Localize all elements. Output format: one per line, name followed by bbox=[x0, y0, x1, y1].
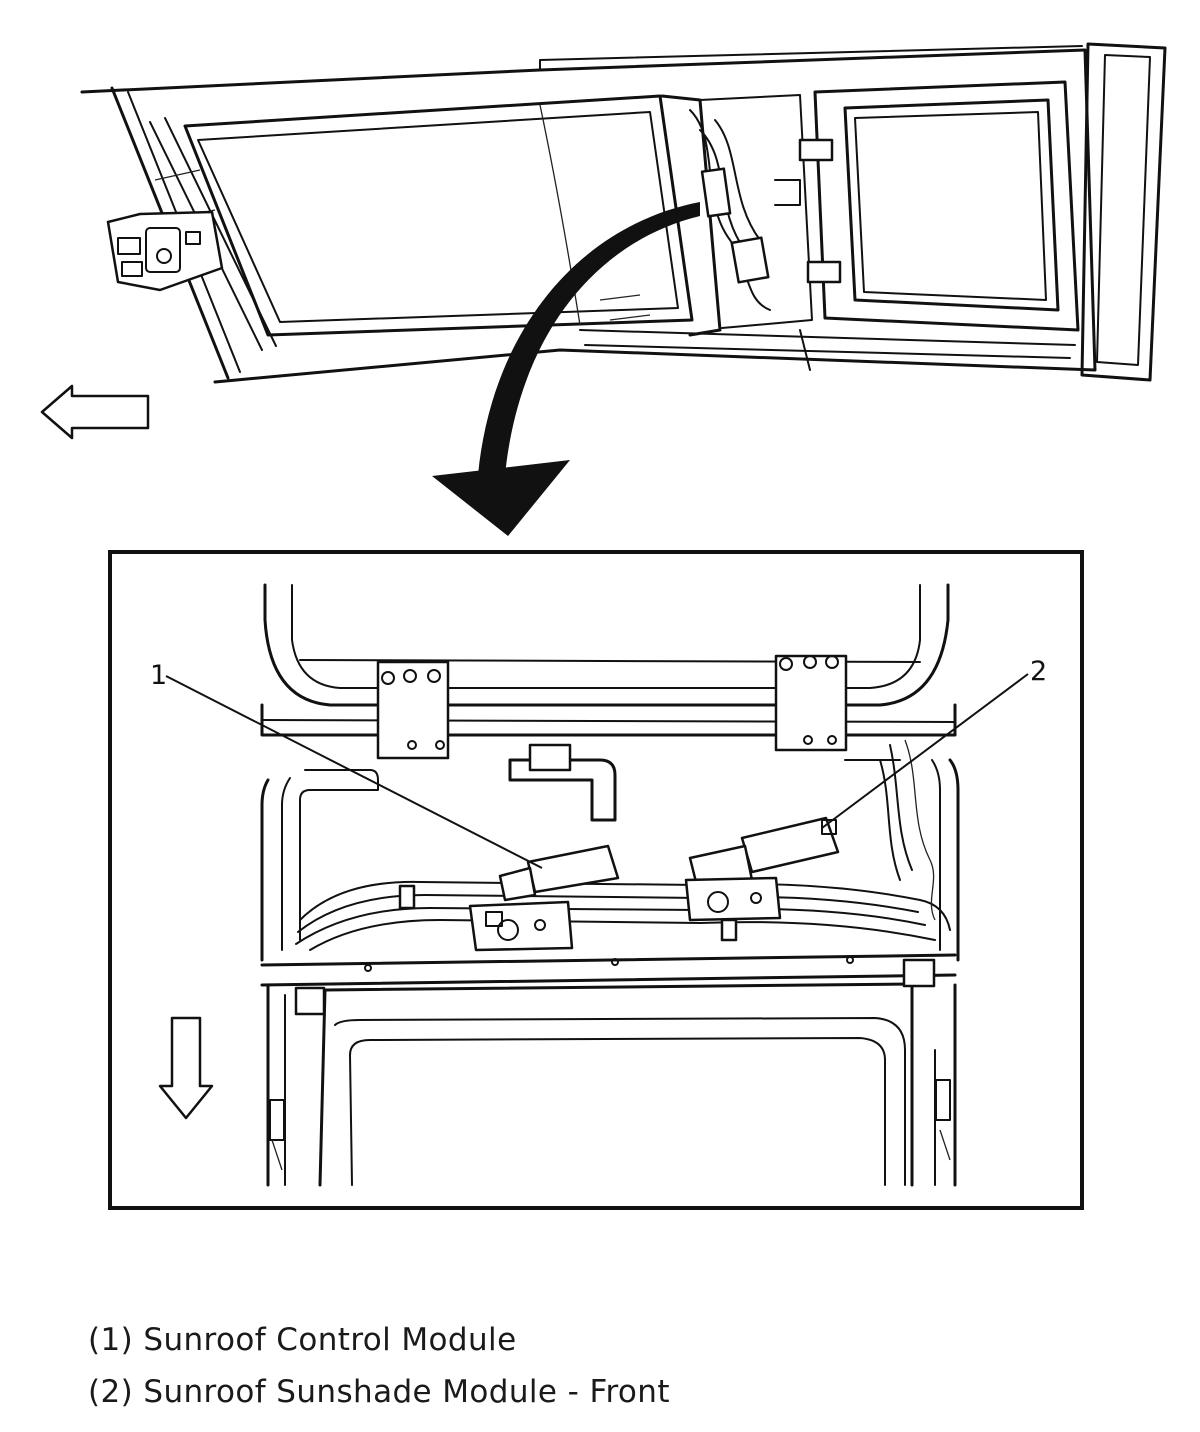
upper-bracket-left bbox=[376, 660, 450, 760]
front-arrow-down-icon bbox=[158, 1016, 214, 1120]
callout-1-label: 1 bbox=[150, 660, 167, 691]
detail-view bbox=[260, 583, 960, 1187]
legend-item-sunshade-module: (2) Sunroof Sunshade Module - Front bbox=[88, 1374, 670, 1410]
detail-frame bbox=[108, 550, 1084, 1210]
curved-pointer-arrow-icon bbox=[432, 202, 700, 536]
overhead-console-icon bbox=[106, 210, 224, 292]
callout-2: 2 bbox=[821, 656, 1047, 829]
sunroof-control-module bbox=[468, 844, 620, 952]
callout-2-label: 2 bbox=[1030, 656, 1047, 687]
upper-bracket-right bbox=[774, 654, 848, 752]
sunroof-sunshade-module-front bbox=[684, 816, 840, 922]
callout-1: 1 bbox=[150, 660, 543, 869]
roof-overview bbox=[80, 42, 1167, 384]
front-arrow-left-icon bbox=[40, 384, 150, 440]
legend-item-control-module: (1) Sunroof Control Module bbox=[88, 1322, 517, 1358]
